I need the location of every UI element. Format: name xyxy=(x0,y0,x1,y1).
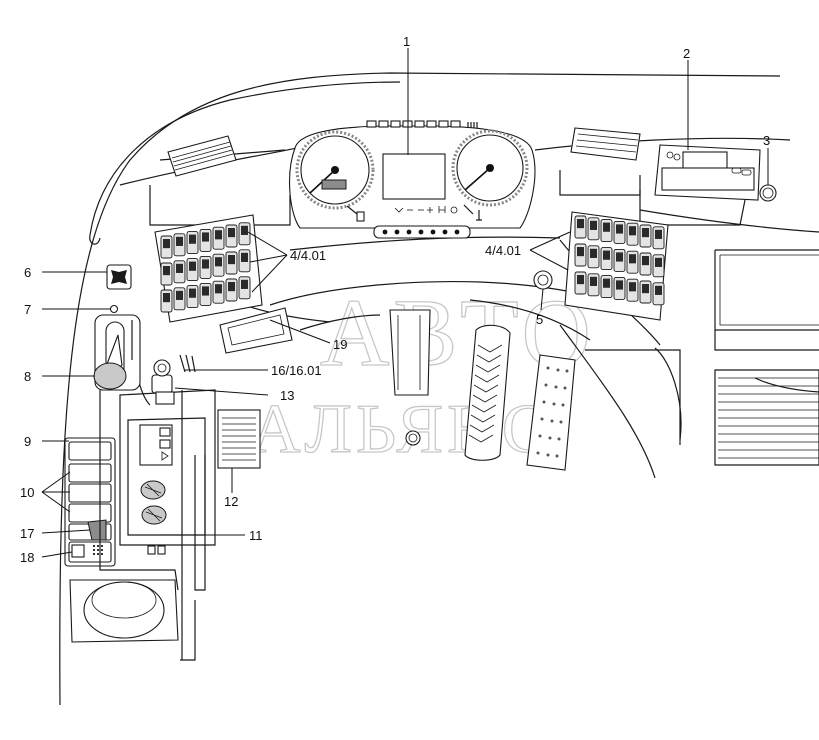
rocker-switch-cap xyxy=(616,224,623,234)
right-air-vent xyxy=(570,127,641,161)
rocker-switch-cap xyxy=(616,280,623,290)
callout-8: 8 xyxy=(24,369,31,384)
callout-1: 1 xyxy=(403,34,410,49)
rocker-switch-cap xyxy=(655,285,662,295)
rocker-switch-cap xyxy=(202,286,209,296)
center-console xyxy=(99,389,216,661)
switch-10b xyxy=(68,483,112,503)
rocker-switch-cap xyxy=(629,254,636,264)
accelerator-pedal xyxy=(526,354,576,471)
brake-pedal xyxy=(464,324,511,461)
rocker-switch-cap xyxy=(577,219,584,229)
rocker-switch-cap xyxy=(603,250,610,260)
rocker-switch-cap xyxy=(215,284,222,294)
rocker-switch-cap xyxy=(215,230,222,240)
rocker-switch-cap xyxy=(577,247,584,257)
central-display xyxy=(382,153,446,200)
rocker-switch-cap xyxy=(189,234,196,244)
callout-16: 16/16.01 xyxy=(271,363,322,378)
rocker-switch-cap xyxy=(228,228,235,238)
document-holder xyxy=(217,409,261,469)
switch-10c xyxy=(68,503,112,523)
indicator-symbols xyxy=(394,206,458,214)
rocker-switch-cap xyxy=(163,266,170,276)
rocker-switch-cap xyxy=(189,288,196,298)
rocker-switch-cap xyxy=(616,252,623,262)
rocker-switch-cap xyxy=(577,275,584,285)
left-console xyxy=(64,437,116,567)
rocker-switch-cap xyxy=(189,261,196,271)
callout-4-right: 4/4.01 xyxy=(485,243,521,258)
instrument-cluster xyxy=(289,120,536,239)
rocker-switch-cap xyxy=(629,226,636,236)
callout-4-left: 4/4.01 xyxy=(290,248,326,263)
display-19 xyxy=(219,307,293,354)
callout-6: 6 xyxy=(24,265,31,280)
rocker-switch-cap xyxy=(590,220,597,230)
warning-light-strip xyxy=(366,120,478,128)
switch-6 xyxy=(106,264,132,290)
radio-unit xyxy=(639,144,761,226)
callout-9: 9 xyxy=(24,434,31,449)
right-side-panel xyxy=(714,249,819,466)
rocker-switch-cap xyxy=(241,252,248,262)
cup-holder xyxy=(69,579,179,643)
rocker-switch-cap xyxy=(603,278,610,288)
rocker-switch-cap xyxy=(642,284,649,294)
rocker-switch-cap xyxy=(163,293,170,303)
rocker-switch-cap xyxy=(215,257,222,267)
tachometer xyxy=(451,129,529,207)
switch-9 xyxy=(68,441,112,461)
switch-10a xyxy=(68,463,112,483)
fuel-pump-icon xyxy=(346,205,365,222)
rocker-switch-cap xyxy=(642,228,649,238)
speedometer xyxy=(295,130,375,210)
temperature-icon xyxy=(463,204,482,221)
callout-17: 17 xyxy=(20,526,34,541)
ignition-lock xyxy=(151,354,196,405)
screw-7 xyxy=(109,304,119,314)
callout-12: 12 xyxy=(224,494,238,509)
callout-5: 5 xyxy=(536,312,543,327)
rocker-switch-cap xyxy=(176,236,183,246)
rocker-switch-cap xyxy=(590,276,597,286)
callout-11: 11 xyxy=(249,528,263,543)
rocker-switch-cap xyxy=(176,290,183,300)
rocker-switch-cap xyxy=(202,232,209,242)
rocker-switch-cap xyxy=(228,255,235,265)
left-switch-bank xyxy=(154,214,263,323)
rocker-switch-cap xyxy=(642,256,649,266)
leader-lines xyxy=(41,48,769,558)
rocker-switch-cap xyxy=(590,248,597,258)
knob-3 xyxy=(759,184,777,202)
rocker-switch-cap xyxy=(163,239,170,249)
rocker-switch-cap xyxy=(629,282,636,292)
callout-13: 13 xyxy=(280,388,294,403)
knob-5 xyxy=(533,270,553,290)
watermark-line2: АЛЬЯНС xyxy=(250,391,552,468)
cluster-button-row xyxy=(373,225,471,239)
rocker-switch-cap xyxy=(176,263,183,273)
left-air-vent xyxy=(167,135,237,177)
rocker-switch-cap xyxy=(603,222,610,232)
steering-column xyxy=(389,309,431,446)
rocker-switch-cap xyxy=(241,279,248,289)
rocker-switch-cap xyxy=(241,225,248,235)
callout-18: 18 xyxy=(20,550,34,565)
rocker-switch-cap xyxy=(202,259,209,269)
right-switch-bank xyxy=(564,211,669,321)
callout-labels: 1 2 3 4/4.01 4/4.01 5 6 7 8 9 10 11 12 1… xyxy=(20,34,770,565)
callout-7: 7 xyxy=(24,302,31,317)
rocker-switch-cap xyxy=(228,282,235,292)
callout-19: 19 xyxy=(333,337,347,352)
callout-2: 2 xyxy=(683,46,690,61)
lever-8 xyxy=(93,314,141,391)
callout-3: 3 xyxy=(763,133,770,148)
callout-10: 10 xyxy=(20,485,34,500)
rocker-switch-cap xyxy=(655,229,662,239)
rocker-switch-cap xyxy=(655,257,662,267)
